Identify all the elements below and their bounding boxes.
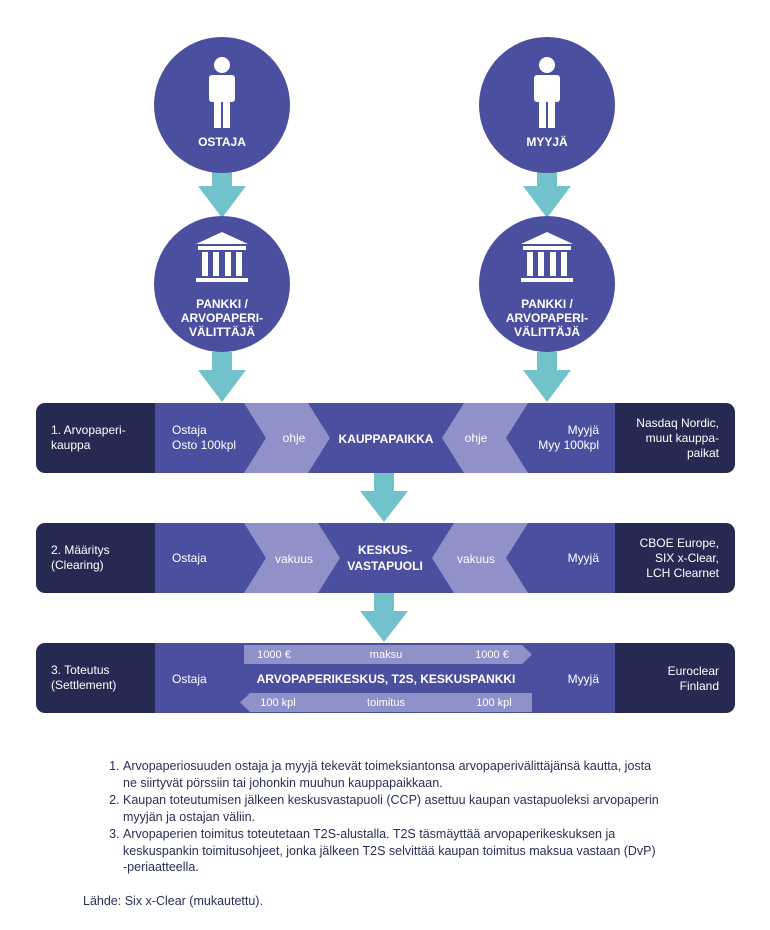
buyer-bank-node: PANKKI / ARVOPAPERI- VÄLITTÄJÄ	[154, 216, 290, 352]
venue-label-line1: Nasdaq Nordic,	[636, 416, 719, 430]
bank-icon	[196, 232, 248, 282]
flow-chevron-left	[244, 403, 330, 473]
flow-label-left: vakuus	[275, 552, 313, 566]
seller-label: Myyjä	[568, 551, 600, 565]
venue-label-line1: Euroclear	[668, 664, 719, 678]
flow-chevron-left	[244, 523, 340, 593]
step-label-line1: 2. Määritys	[51, 543, 110, 557]
delivery-amount-left: 100 kpl	[260, 697, 295, 709]
buyer-label: Ostaja	[172, 551, 207, 565]
buyer-label: Ostaja	[172, 672, 207, 686]
bank-label-line2: ARVOPAPERI-	[181, 311, 263, 325]
step-label-line2: (Settlement)	[51, 678, 116, 692]
buyer-order-line1: Ostaja	[172, 423, 207, 437]
buyer-node: OSTAJA	[154, 37, 290, 173]
flow-label-right: vakuus	[457, 552, 495, 566]
down-arrow-seller-1	[523, 168, 571, 218]
bank-label-line1: PANKKI /	[521, 297, 573, 311]
buyer-order-line2: Osto 100kpl	[172, 438, 236, 452]
venue-label-line2: muut kauppa-	[646, 431, 719, 445]
payment-arrow	[244, 645, 532, 664]
seller-bank-node: PANKKI / ARVOPAPERI- VÄLITTÄJÄ	[479, 216, 615, 352]
venue-label-line2: Finland	[680, 679, 719, 693]
row-panel	[155, 403, 615, 473]
venue-label-line2: SIX x-Clear,	[655, 551, 719, 565]
seller-node: MYYJÄ	[479, 37, 615, 173]
note-item: Kaupan toteutumisen jälkeen keskusvastap…	[123, 792, 663, 825]
bank-label-line3: VÄLITTÄJÄ	[189, 324, 255, 339]
step-label-line2: kauppa	[51, 438, 91, 452]
delivery-label: toimitus	[367, 697, 405, 709]
row-panel	[155, 523, 615, 593]
down-arrow-buyer-2	[198, 352, 246, 402]
step-label-line1: 3. Toteutus	[51, 663, 110, 677]
row-clearing: 2. Määritys (Clearing) Ostaja vakuus KES…	[36, 523, 735, 593]
delivery-arrow	[240, 693, 532, 712]
person-icon	[534, 57, 560, 128]
note-item: Arvopaperiosuuden ostaja ja myyjä tekevä…	[123, 758, 663, 791]
payment-amount-right: 1000 €	[475, 649, 509, 661]
flow-label-right: ohje	[465, 431, 488, 445]
person-icon	[209, 57, 235, 128]
buyer-label: OSTAJA	[198, 135, 246, 149]
seller-label: MYYJÄ	[526, 134, 568, 149]
bank-label-line1: PANKKI /	[196, 297, 248, 311]
flow-label-left: ohje	[283, 431, 306, 445]
seller-order-line2: Myy 100kpl	[538, 438, 599, 452]
venue-label-line3: LCH Clearnet	[646, 566, 719, 580]
down-arrow-buyer-1	[198, 168, 246, 218]
flow-chevron-right	[442, 403, 528, 473]
down-arrow-center-2	[360, 592, 408, 642]
flow-arrows	[198, 168, 571, 642]
row-trading: 1. Arvopaperi- kauppa Ostaja Osto 100kpl…	[36, 403, 735, 473]
step-label-line1: 1. Arvopaperi-	[51, 423, 126, 437]
payment-label: maksu	[370, 649, 402, 661]
step-label-line2: (Clearing)	[51, 558, 104, 572]
center-label-line1: KESKUS-	[358, 543, 412, 557]
note-item: Arvopaperien toimitus toteutetaan T2S-al…	[123, 826, 663, 876]
center-label: KAUPPAPAIKKA	[339, 432, 434, 446]
center-label-line2: VASTAPUOLI	[347, 559, 423, 573]
delivery-amount-right: 100 kpl	[476, 697, 511, 709]
notes-list: Arvopaperiosuuden ostaja ja myyjä tekevä…	[103, 758, 663, 876]
bank-icon	[521, 232, 573, 282]
center-label: ARVOPAPERIKESKUS, T2S, KESKUSPANKKI	[257, 672, 516, 686]
flow-chevron-right	[432, 523, 528, 593]
down-arrow-seller-2	[523, 352, 571, 402]
row-settlement: 3. Toteutus (Settlement) Ostaja 1000 € m…	[36, 643, 735, 713]
down-arrow-center-1	[360, 472, 408, 522]
payment-amount-left: 1000 €	[257, 649, 291, 661]
source-note: Lähde: Six x-Clear (mukautettu).	[83, 893, 263, 908]
bank-label-line3: VÄLITTÄJÄ	[514, 324, 580, 339]
footnotes: Arvopaperiosuuden ostaja ja myyjä tekevä…	[83, 758, 663, 909]
bank-label-line2: ARVOPAPERI-	[506, 311, 588, 325]
seller-order-line1: Myyjä	[568, 423, 600, 437]
venue-label-line3: paikat	[687, 446, 720, 460]
seller-label: Myyjä	[568, 672, 600, 686]
venue-label-line1: CBOE Europe,	[640, 536, 719, 550]
